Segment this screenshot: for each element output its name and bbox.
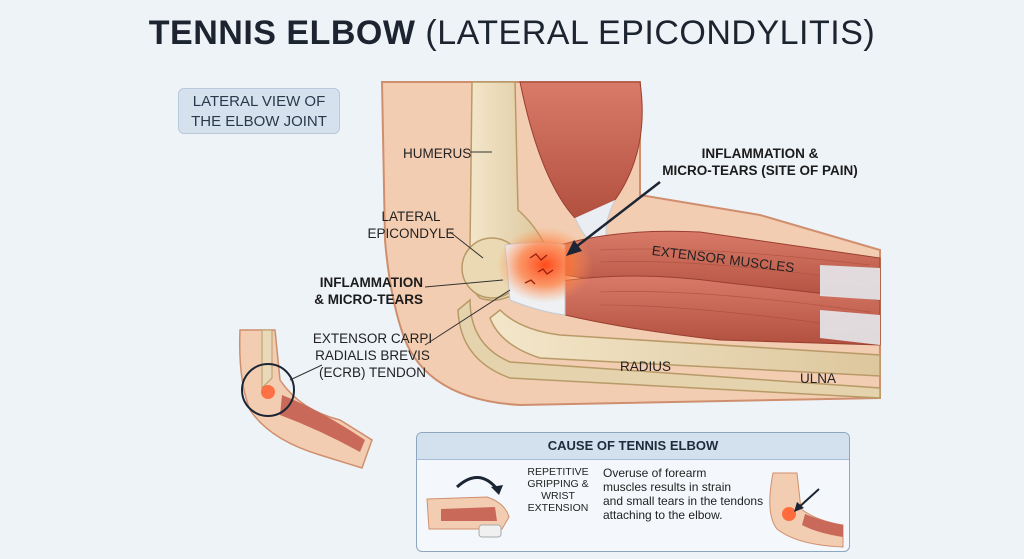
inflammation-site	[497, 227, 593, 303]
label-ecrb-line-1: EXTENSOR CARPI	[312, 331, 433, 346]
cause-repetitive-gripping: REPETITIVE GRIPPING & WRIST EXTENSION	[512, 466, 604, 514]
cause-description: Overuse of forearm muscles results in st…	[603, 466, 773, 522]
cause-text-line-1: Overuse of forearm	[603, 466, 707, 480]
label-ulna: ULNA	[800, 371, 837, 386]
cause-text-line-3: and small tears in the tendons	[603, 494, 764, 508]
inset-highlight-circle	[241, 363, 295, 417]
label-lateral-epicondyle-line-2: EPICONDYLE	[367, 226, 455, 241]
label-inflammation-left-line-2: & MICRO-TEARS	[314, 292, 423, 307]
label-inflammation-top: INFLAMMATION & MICRO-TEARS (SITE OF PAIN…	[655, 145, 865, 179]
cause-panel: CAUSE OF TENNIS ELBOW REPETITIVE GRIPPI	[416, 432, 850, 552]
label-ecrb-line-2: RADIALIS BREVIS	[315, 348, 430, 363]
label-inflammation-top-line-1: INFLAMMATION &	[701, 146, 819, 161]
radius-bone	[489, 308, 881, 377]
label-radius: RADIUS	[620, 359, 672, 374]
elbow-pain-icon	[769, 472, 844, 548]
cause-illustrations	[426, 472, 844, 548]
label-inflammation-left: INFLAMMATION & MICRO-TEARS	[300, 274, 423, 308]
view-label-line-1: LATERAL VIEW OF	[192, 93, 326, 110]
label-lateral-epicondyle-line-1: LATERAL	[381, 209, 441, 224]
label-humerus: HUMERUS	[403, 146, 472, 161]
label-ecrb-line-3: (ECRB) TENDON	[318, 365, 426, 380]
cause-left-line-3: WRIST EXTENSION	[527, 490, 589, 514]
cause-left-line-2: GRIPPING &	[527, 478, 589, 490]
label-inflammation-top-line-2: MICRO-TEARS (SITE OF PAIN)	[662, 163, 858, 178]
view-label-box: LATERAL VIEW OF THE ELBOW JOINT	[178, 88, 340, 134]
label-inflammation-left-line-1: INFLAMMATION	[319, 275, 423, 290]
label-ecrb-tendon: EXTENSOR CARPI RADIALIS BREVIS (ECRB) TE…	[310, 330, 435, 381]
cause-heading: CAUSE OF TENNIS ELBOW	[417, 433, 849, 460]
view-label-line-2: THE ELBOW JOINT	[191, 113, 327, 130]
page-title: TENNIS ELBOW (LATERAL EPICONDYLITIS)	[148, 14, 876, 52]
cause-text-line-2: muscles results in strain	[603, 480, 732, 494]
cause-left-line-1: REPETITIVE	[527, 466, 589, 478]
gripping-arm-icon	[426, 476, 510, 538]
label-lateral-epicondyle: LATERAL EPICONDYLE	[364, 208, 458, 242]
inset-arm	[238, 329, 373, 469]
ulna-bone	[457, 298, 881, 399]
cause-text-line-4: attaching to the elbow.	[603, 508, 723, 522]
